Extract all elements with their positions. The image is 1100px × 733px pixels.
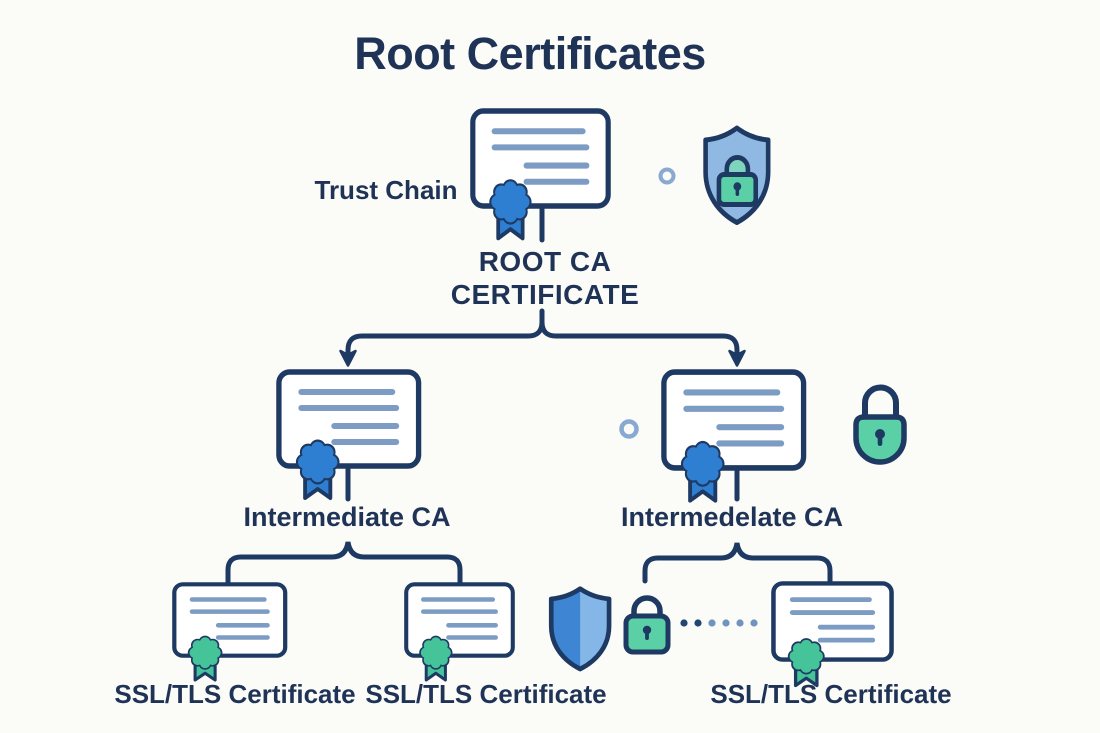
root-ca-label: ROOT CA CERTIFICATE xyxy=(451,245,640,311)
padlock-icon-bottom xyxy=(623,595,671,655)
arrow-to-intermediate-left xyxy=(339,349,357,367)
ssl-certificate-left-label: SSL/TLS Certificate xyxy=(114,679,356,709)
small-ring-middle-icon xyxy=(619,419,639,439)
intermediate-ca-right-label: Intermedelate CA xyxy=(620,502,844,532)
intermediate-ca-right-certificate-icon xyxy=(664,372,804,501)
ssl-certificate-right-icon xyxy=(773,583,891,685)
root-to-intermediates-connector xyxy=(345,308,740,356)
trust-chain-label: Trust Chain xyxy=(314,175,458,205)
blue-shield-icon xyxy=(551,589,609,669)
ssl-certificate-middle-label: SSL/TLS Certificate xyxy=(365,679,607,709)
root-ca-label-line1: ROOT CA xyxy=(478,246,612,277)
small-ring-top-icon xyxy=(658,167,676,185)
shield-lock-icon xyxy=(706,128,769,223)
padlock-icon-intermediate-right xyxy=(853,384,907,465)
intermediate-ca-left-label: Intermediate CA xyxy=(243,502,451,532)
ssl-certificate-middle-icon xyxy=(406,584,513,680)
dotted-connector-icon xyxy=(680,619,758,627)
arrow-to-intermediate-right xyxy=(728,349,746,367)
page-title: Root Certificates xyxy=(354,28,706,79)
root-ca-label-line2: CERTIFICATE xyxy=(450,279,640,310)
intermediate-left-to-ssl-connector xyxy=(225,541,463,586)
ssl-certificate-right-label: SSL/TLS Certificate xyxy=(710,679,952,709)
ssl-certificate-left-icon xyxy=(174,584,285,680)
intermediate-right-to-ssl-connector xyxy=(642,542,833,585)
